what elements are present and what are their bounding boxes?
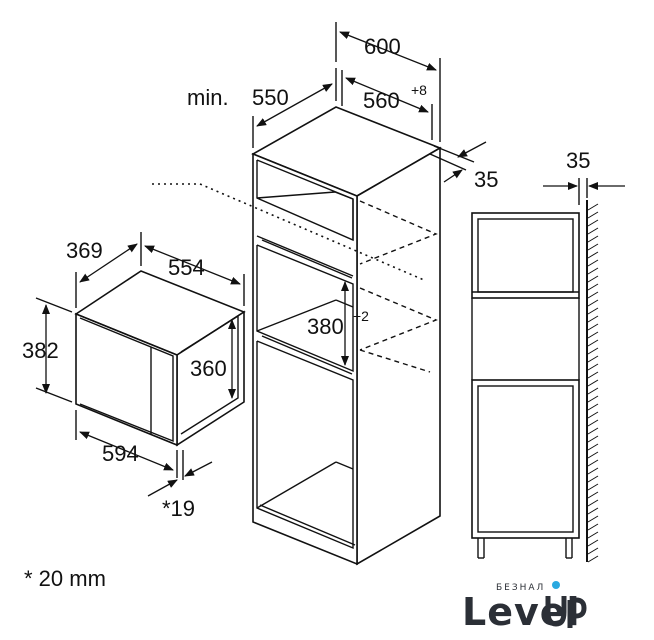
logo-tag: БЕЗНАЛ: [496, 583, 545, 593]
wall-hatch-line: [587, 523, 599, 531]
cab-depth-min-label: 550: [252, 85, 289, 110]
wall-hatch-line: [587, 259, 599, 267]
cabinet-dimensions: min. 550 600 560 +8 380 +2 35: [187, 22, 498, 366]
wall-hatch-line: [587, 403, 599, 411]
wall-hatch-line: [587, 211, 599, 219]
mw-offset-label: *19: [162, 496, 195, 521]
wall-hatch-line: [587, 355, 599, 363]
wall-hatch-line: [587, 283, 599, 291]
side-view-drawing: [471, 200, 599, 563]
microwave-drawing: [74, 270, 246, 447]
cab-back-gap-label: 35: [474, 167, 498, 192]
wall-hatch-line: [587, 363, 599, 371]
wall-hatch-line: [587, 467, 599, 475]
wall-hatch-line: [587, 451, 599, 459]
wall-hatch-line: [587, 227, 599, 235]
wall-hatch-line: [587, 243, 599, 251]
wall-hatch-line: [587, 459, 599, 467]
mw-width-bottom-label: 594: [102, 441, 139, 466]
wall-hatch-line: [587, 379, 599, 387]
side-gap-label: 35: [566, 148, 590, 173]
wall-hatch-line: [587, 251, 599, 259]
logo-up-mark: [545, 596, 587, 628]
wall-hatch-line: [587, 499, 599, 507]
cab-niche-width-tol: +8: [411, 82, 427, 98]
level-up-logo: БЕЗНАЛ Level: [462, 581, 587, 634]
wall-hatch-line: [587, 371, 599, 379]
wall-hatch-line: [587, 435, 599, 443]
wall-hatch-line: [587, 411, 599, 419]
mw-height-outer-label: 382: [22, 338, 59, 363]
wall-hatch-line: [587, 419, 599, 427]
wall-hatch-line: [587, 539, 599, 547]
wall-hatch-line: [587, 491, 599, 499]
microwave-dimensions: 369 554 382 360 594 *19: [22, 232, 245, 521]
tall-cabinet-drawing: [152, 106, 442, 566]
wall-hatch-line: [587, 203, 599, 211]
mw-height-inner-label: 360: [190, 356, 227, 381]
wall-hatching: [587, 203, 599, 563]
wall-hatch-line: [587, 267, 599, 275]
mw-width-top-label: 554: [168, 255, 205, 280]
wall-hatch-line: [587, 315, 599, 323]
wall-hatch-line: [587, 395, 599, 403]
wall-hatch-line: [587, 219, 599, 227]
cab-niche-height-tol: +2: [353, 308, 369, 324]
wall-hatch-line: [587, 323, 599, 331]
wall-hatch-line: [587, 347, 599, 355]
wall-hatch-line: [587, 339, 599, 347]
cab-width-label: 600: [364, 34, 401, 59]
side-view-dimensions: 35: [543, 148, 625, 205]
wall-hatch-line: [587, 507, 599, 515]
wall-hatch-line: [587, 291, 599, 299]
wall-hatch-line: [587, 483, 599, 491]
wall-hatch-line: [587, 235, 599, 243]
wall-hatch-line: [587, 331, 599, 339]
wall-hatch-line: [587, 515, 599, 523]
wall-hatch-line: [587, 387, 599, 395]
wall-hatch-line: [587, 531, 599, 539]
footnote: * 20 mm: [24, 566, 106, 591]
cab-niche-height-label: 380: [307, 314, 344, 339]
wall-hatch-line: [587, 443, 599, 451]
wall-hatch-line: [587, 275, 599, 283]
wall-hatch-line: [587, 475, 599, 483]
wall-hatch-line: [587, 299, 599, 307]
cab-niche-width-label: 560: [363, 88, 400, 113]
mw-depth-label: 369: [66, 238, 103, 263]
logo-accent-dot: [552, 581, 560, 589]
wall-hatch-line: [587, 427, 599, 435]
wall-hatch-line: [587, 307, 599, 315]
wall-hatch-line: [587, 547, 599, 555]
wall-hatch-line: [587, 555, 599, 563]
logo-word: Level: [462, 590, 581, 634]
cab-depth-min-prefix: min.: [187, 85, 229, 110]
